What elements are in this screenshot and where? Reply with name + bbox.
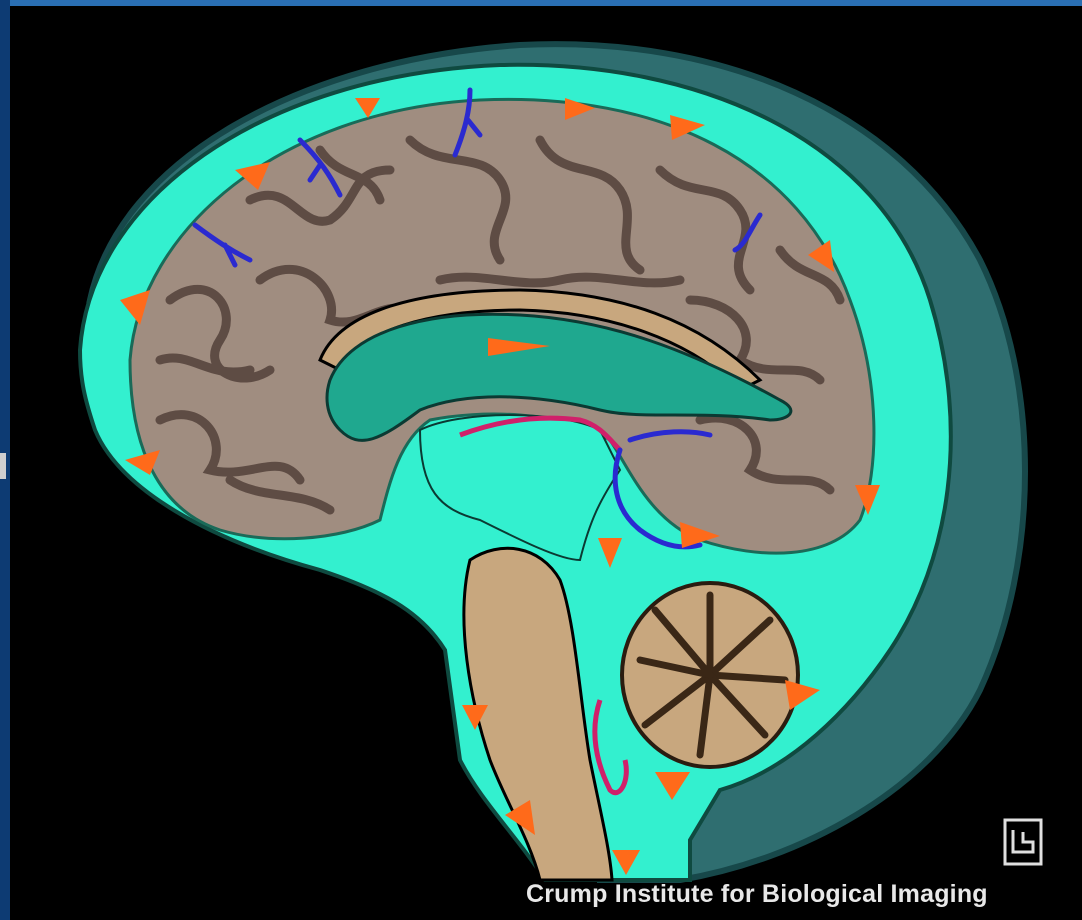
credit-caption: Crump Institute for Biological Imaging: [526, 880, 1066, 914]
edge-marker: [0, 453, 6, 479]
top-border: [0, 0, 1082, 6]
institute-logo-icon: [1003, 818, 1043, 866]
